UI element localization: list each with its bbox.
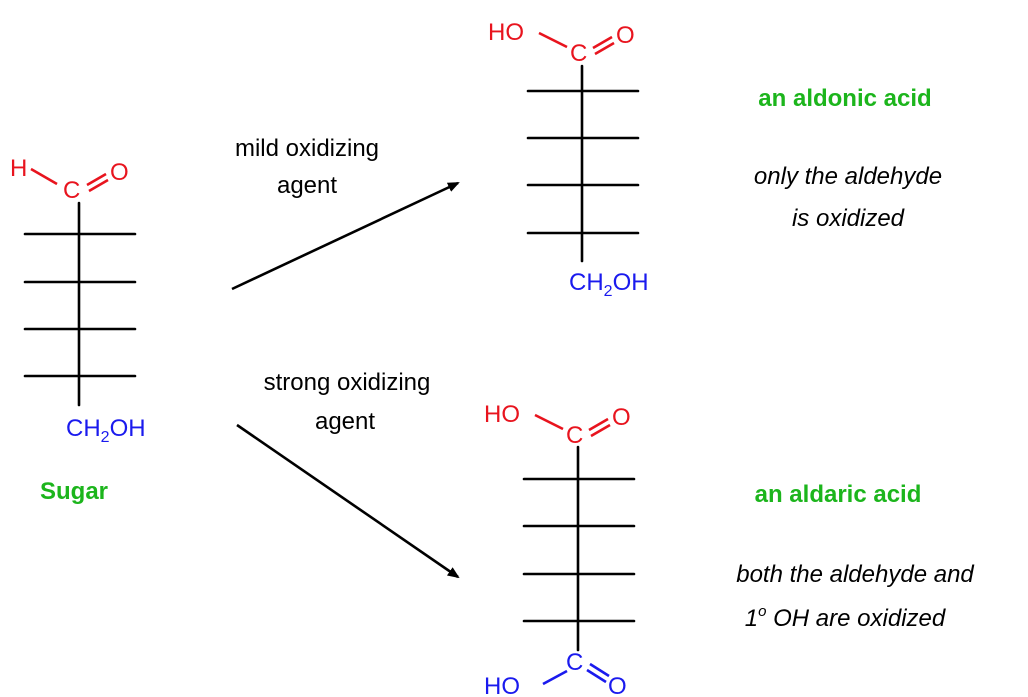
aldonic-acid-structure: HO C O CH2OH an aldonic acid only the al… [488, 19, 942, 300]
mild-reagent-line-1: mild oxidizing [235, 135, 379, 162]
sugar-h-atom: H [10, 155, 27, 182]
aldonic-ho-c-bond [538, 31, 568, 49]
aldonic-c-atom: C [570, 40, 587, 67]
aldaric-top-c-o-bond-2 [590, 423, 611, 438]
aldonic-c-o-bond-2 [594, 41, 615, 56]
aldaric-acid-label: an aldaric acid [755, 481, 922, 508]
aldonic-note-line-2: is oxidized [792, 205, 905, 232]
mild-reagent-line-2: agent [277, 172, 337, 199]
aldaric-top-ho-c-bond [534, 413, 564, 431]
aldaric-top-o-atom: O [612, 404, 631, 431]
aldaric-bottom-c-o-bond-1 [589, 662, 610, 678]
aldaric-bottom-c-o-bond-2 [586, 668, 607, 684]
aldonic-acid-label: an aldonic acid [758, 85, 931, 112]
aldonic-ch2oh-group: CH2OH [569, 269, 649, 300]
aldaric-top-c-atom: C [566, 422, 583, 449]
strong-reagent-line-2: agent [315, 408, 375, 435]
aldaric-note-line-1: both the aldehyde and [736, 561, 974, 588]
mild-oxidation-step: mild oxidizing agent [231, 135, 460, 291]
aldaric-bottom-ho-group: HO [484, 673, 520, 697]
sugar-c-o-bond-2 [88, 178, 109, 193]
aldaric-bottom-o-atom: O [608, 673, 627, 697]
aldonic-note-line-1: only the aldehyde [754, 163, 942, 190]
sugar-c-atom: C [63, 177, 80, 204]
strong-reagent-line-1: strong oxidizing [264, 369, 431, 396]
aldaric-top-ho-group: HO [484, 401, 520, 428]
aldonic-ho-group: HO [488, 19, 524, 46]
aldaric-note-line-2: 1o OH are oxidized [745, 603, 946, 632]
mild-reaction-arrow [231, 181, 460, 291]
strong-oxidation-step: strong oxidizing agent [236, 369, 460, 579]
aldaric-acid-structure: HO C O C HO O an aldaric acid both the a… [484, 401, 974, 697]
sugar-c-o-bond-1 [86, 172, 107, 187]
aldonic-c-o-bond-1 [592, 35, 613, 50]
sugar-o-atom: O [110, 159, 129, 186]
sugar-label: Sugar [40, 478, 108, 505]
aldaric-bottom-c-ho-bond [542, 669, 568, 686]
sugar-h-c-bond [30, 167, 58, 186]
sugar-ch2oh-group: CH2OH [66, 415, 146, 446]
aldonic-o-atom: O [616, 22, 635, 49]
sugar-structure: H C O CH2OH Sugar [10, 155, 146, 505]
aldaric-top-c-o-bond-1 [588, 417, 609, 432]
strong-reaction-arrow [236, 423, 460, 579]
aldaric-bottom-c-atom: C [566, 649, 583, 676]
